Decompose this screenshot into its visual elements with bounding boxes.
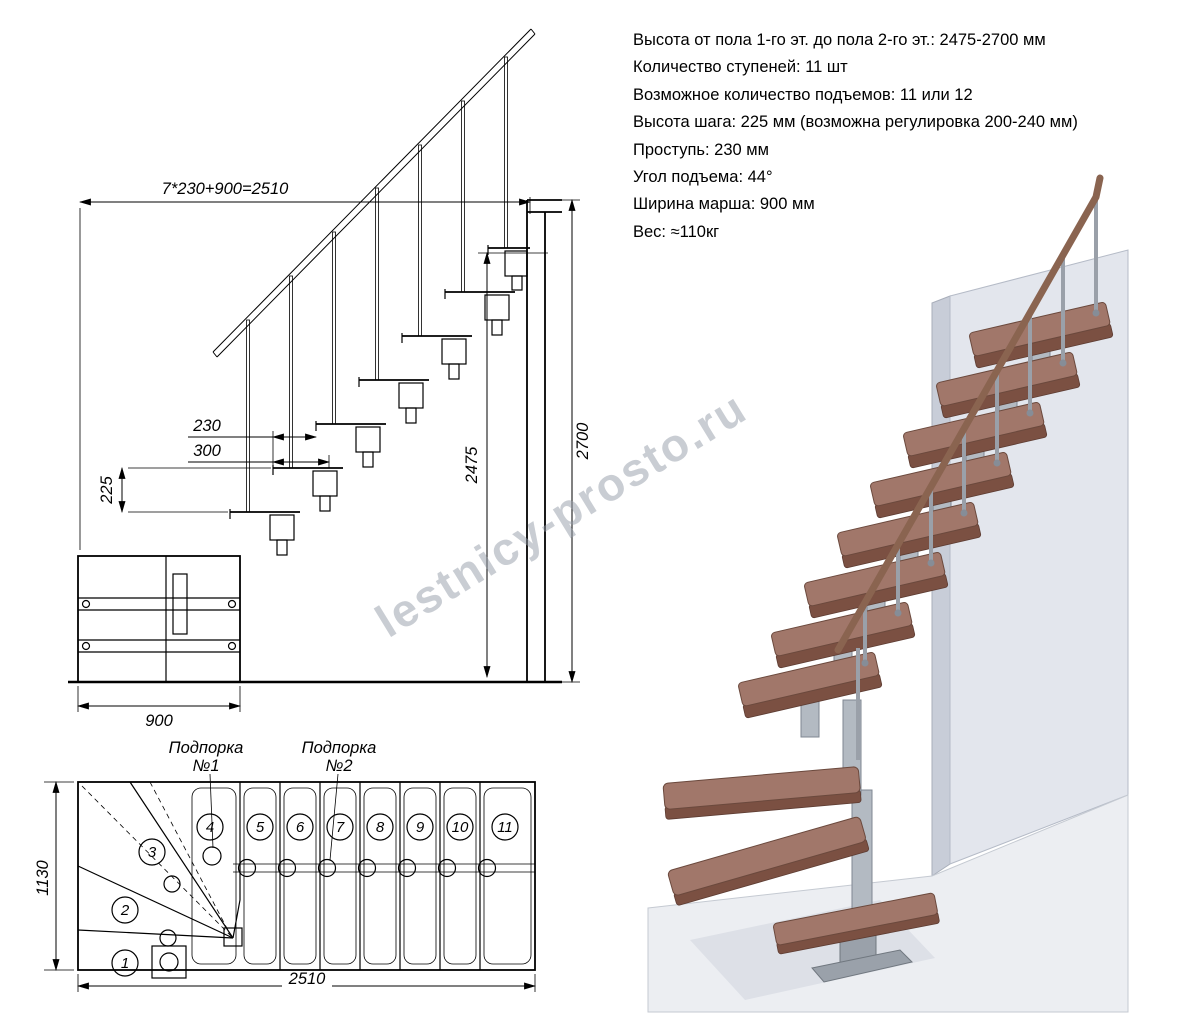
spec-line: Ширина марша: 900 мм [633,195,815,214]
step-bubble: 1 [111,949,139,977]
dim-label-mask [282,972,332,987]
dim-plan-width: 1130 [34,780,74,972]
support1-line1: Подпорка [169,739,244,757]
svg-text:11: 11 [497,819,513,836]
elevation-view: 7*230+900=2510 2700 2475 230 300 [68,28,592,730]
step-bubble: 2 [111,896,139,924]
dim-depth: 300 [188,442,331,468]
spec-line: Высота шага: 225 мм (возможна регулировк… [633,113,1078,132]
step-bubble: 3 [138,838,166,866]
tread [358,377,429,424]
dim-plan-width-label: 1130 [34,859,52,895]
dim-plan-length-label: 2510 [288,970,327,988]
dim-height-min: 2475 [463,251,548,679]
support-label-1: Подпорка №1 [169,739,244,849]
svg-text:4: 4 [206,819,214,836]
dim-height-min-label: 2475 [463,446,481,485]
step-bubble: 10 [446,813,474,841]
spec-line: Возможное количество подъемов: 11 или 12 [633,85,973,104]
step-bubble: 11 [491,813,519,841]
svg-text:9: 9 [416,819,425,836]
specs-panel: Высота от пола 1-го эт. до пола 2-го эт.… [633,27,1191,246]
handrail [212,28,536,358]
tread [444,289,515,336]
upper-floor-wall [526,199,562,682]
base-plate [811,949,913,983]
render-tread [771,602,916,669]
render-railing [834,174,1104,760]
render-entry-tread [773,892,940,955]
render-view [647,174,1129,1013]
dim-total-run-label: 7*230+900=2510 [162,180,289,198]
svg-text:10: 10 [452,819,469,836]
spec-line: Количество ступеней: 11 шт [633,58,848,77]
support2-line2: №2 [325,757,352,775]
step-bubble: 6 [286,813,314,841]
step-bubble: 7 [326,813,354,841]
handrail-3d [834,174,1104,654]
support1-line2: №1 [192,757,219,775]
dim-run: 230 [188,417,318,468]
dim-depth-label: 300 [193,442,221,460]
tread [229,509,300,556]
tread [401,333,472,380]
plan-view: Подпорка №1 Подпорка №2 1 2 3 4 5 6 7 8 … [34,739,537,992]
tread [315,421,386,468]
svg-text:8: 8 [376,819,385,836]
dim-height-max: 2700 [548,198,592,684]
render-winder-tread [667,816,870,906]
plan-outline [77,781,536,971]
render-tread [738,652,883,719]
support2-line1: Подпорка [302,739,377,757]
dim-rise-label: 225 [98,475,116,504]
dim-total-run: 7*230+900=2510 [78,180,532,550]
entry-platform [77,555,241,683]
dim-platform-label: 900 [145,712,173,730]
plan-winder-fan [77,781,243,979]
dim-platform: 900 [76,686,242,730]
plan-center-beam [202,846,535,878]
svg-text:5: 5 [256,819,265,836]
balusters [246,56,508,513]
spec-line: Вес: ≈110кг [633,222,720,241]
dim-plan-length: 2510 [76,970,537,992]
svg-text:3: 3 [148,844,157,861]
support-label-2: Подпорка №2 [302,739,377,861]
step-bubble: 9 [406,813,434,841]
dim-run-label: 230 [192,417,221,435]
spec-line: Проступь: 230 мм [633,140,769,159]
svg-text:1: 1 [121,955,129,972]
render-winder-tread [662,766,862,820]
step-bubble: 5 [246,813,274,841]
svg-text:6: 6 [296,819,305,836]
tread [272,465,343,512]
dim-height-max-label: 2700 [574,422,592,461]
svg-text:7: 7 [336,819,345,836]
step-bubble: 8 [366,813,394,841]
stair-treads [229,245,530,556]
svg-text:2: 2 [120,902,130,919]
step-bubble: 4 [196,813,224,841]
dim-rise: 225 [98,466,271,514]
spec-line: Угол подъема: 44° [633,168,773,187]
tread [487,245,530,291]
plan-step-numbers: 1 2 3 4 5 6 7 8 9 10 11 [111,813,519,977]
spec-line: Высота от пола 1-го эт. до пола 2-го эт.… [633,31,1046,49]
